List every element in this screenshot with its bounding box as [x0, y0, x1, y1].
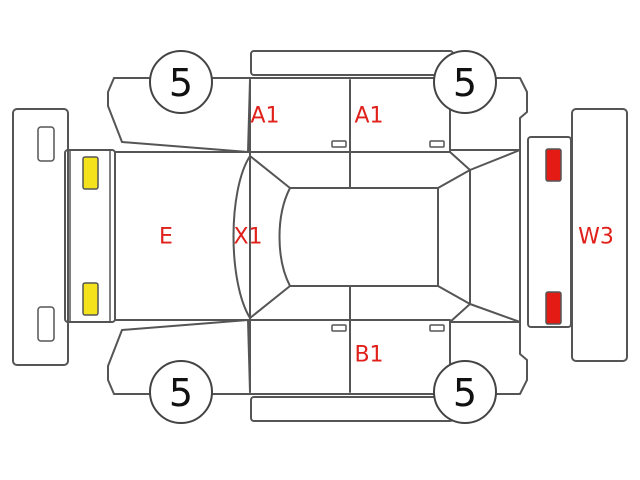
upper-doors: [249, 79, 451, 153]
bottom-side-strip: [250, 396, 454, 422]
hood: [64, 149, 251, 323]
tire-tread-label: 5: [453, 61, 477, 105]
front-light-bottom: [82, 282, 99, 316]
code-rear-glass: W3: [578, 225, 614, 250]
tire-tread-label: 5: [453, 371, 477, 415]
code-hood: E: [159, 225, 173, 250]
front-bumper: [12, 108, 69, 366]
code-rear-right-door: B1: [354, 343, 383, 368]
rear-light-top: [545, 148, 562, 182]
code-front-left-door: A1: [250, 104, 279, 129]
lower-doors: [249, 319, 451, 393]
tire-front-right: 5: [149, 360, 213, 424]
front-light-top: [82, 156, 99, 190]
cabin: [232, 151, 471, 323]
rear-section: [469, 136, 572, 328]
tire-rear-left: 5: [433, 50, 497, 114]
code-windshield: X1: [233, 225, 262, 250]
rear-light-bottom: [545, 291, 562, 325]
tire-rear-right: 5: [433, 360, 497, 424]
top-side-strip: [250, 50, 454, 76]
right-body-side: [107, 319, 528, 395]
tire-front-left: 5: [149, 50, 213, 114]
code-rear-left-door: A1: [354, 104, 383, 129]
tire-tread-label: 5: [169, 61, 193, 105]
tire-tread-label: 5: [169, 371, 193, 415]
left-body-side: [107, 77, 528, 153]
